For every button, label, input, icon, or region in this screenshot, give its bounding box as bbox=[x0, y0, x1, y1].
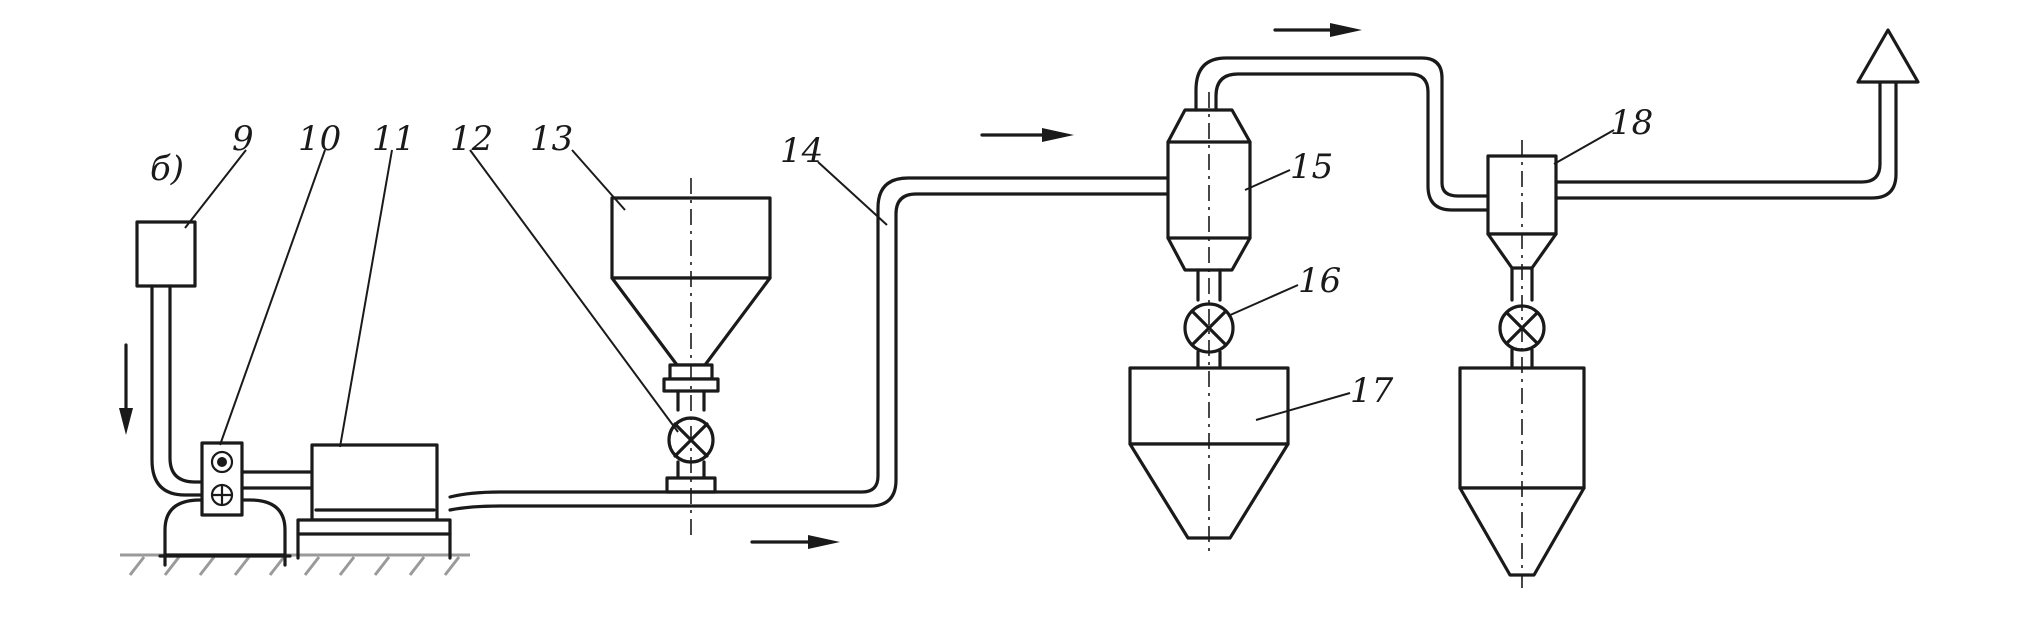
flow-arrow-bottom bbox=[750, 535, 840, 549]
label-17: 17 bbox=[1350, 371, 1394, 411]
leader-lines bbox=[184, 129, 1615, 448]
receiver-11 bbox=[296, 443, 452, 560]
variant-label: б) bbox=[150, 149, 184, 189]
label-9: 9 bbox=[232, 119, 254, 159]
label-11: 11 bbox=[372, 119, 415, 159]
pipe-10-to-11 bbox=[240, 470, 314, 490]
label-12: 12 bbox=[450, 119, 493, 159]
label-14: 14 bbox=[780, 131, 823, 171]
exhaust-pipe bbox=[1554, 28, 1920, 200]
flow-arrow-top bbox=[1273, 23, 1362, 37]
label-15: 15 bbox=[1290, 147, 1333, 187]
item-labels: б) 9 10 11 12 13 14 15 16 17 18 bbox=[150, 103, 1653, 411]
flow-arrows bbox=[750, 23, 1362, 549]
label-10: 10 bbox=[298, 119, 341, 159]
label-13: 13 bbox=[530, 119, 573, 159]
label-16: 16 bbox=[1298, 261, 1341, 301]
flow-arrow-middle bbox=[980, 128, 1074, 142]
rotary-valve-16 bbox=[1183, 302, 1235, 370]
feed-vessel-9 bbox=[135, 220, 212, 497]
blower-10 bbox=[158, 441, 292, 567]
ground-hatching bbox=[120, 553, 470, 576]
label-18: 18 bbox=[1610, 103, 1653, 143]
flow-arrow-down bbox=[119, 343, 133, 435]
center-lines bbox=[690, 92, 1523, 588]
conveying-line-14 bbox=[448, 176, 1170, 512]
pipe-15-to-18 bbox=[1194, 56, 1490, 212]
